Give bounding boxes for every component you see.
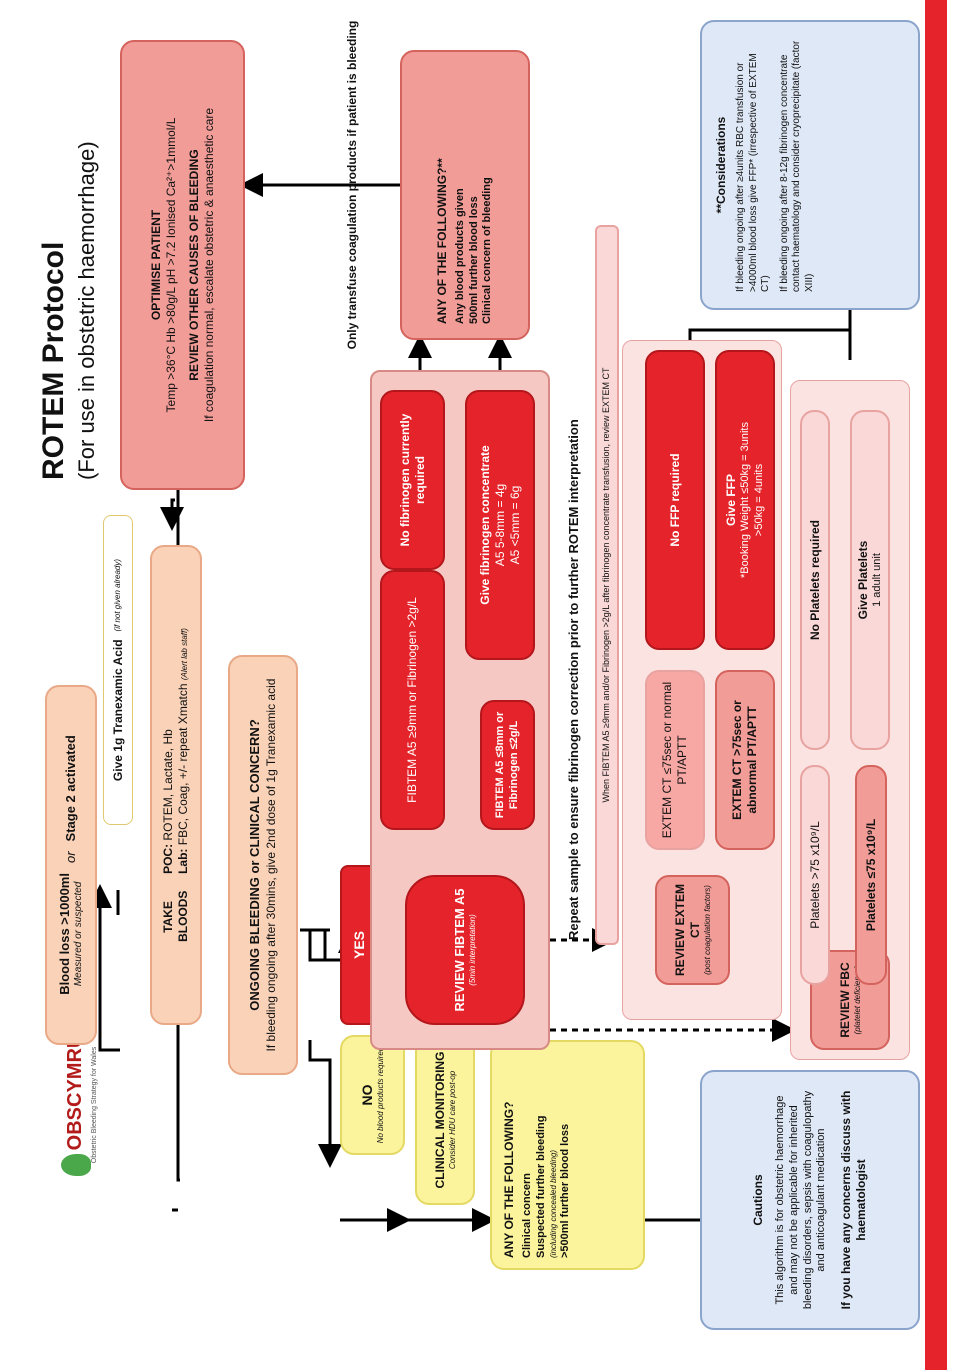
yellow-any-following-box: ANY OF THE FOLLOWING? Clinical concern S… — [490, 1040, 645, 1270]
give-ffp-box: Give FFP *Booking Weight ≤50kg = 3units … — [715, 350, 775, 650]
trigger-box: Blood loss >1000ml Measured or suspected… — [45, 685, 97, 1045]
review-other-text: If coagulation normal, escalate obstetri… — [201, 107, 216, 423]
trigger-line1: Blood loss >1000ml — [56, 873, 72, 995]
no-fibrinogen-box: No fibrinogen currently required — [380, 390, 445, 570]
no-platelets-box: No Platelets required — [800, 410, 830, 750]
extem-abnormal-box: EXTEM CT >75sec or abnormal PT/APTT — [715, 670, 775, 850]
yellow-item: Clinical concern — [521, 1173, 533, 1258]
trigger-or: or — [62, 851, 78, 864]
review-fibtem-label: REVIEW FIBTEM A5 — [451, 888, 467, 1012]
lab-note: (Alert lab staff) — [180, 628, 189, 681]
extem-note: When FIBTEM A5 ≥9mm and/or Fibrinogen >2… — [595, 225, 619, 945]
give-platelets-box: Give Platelets 1 adult unit — [850, 410, 890, 750]
ongoing-title: ONGOING BLEEDING or CLINICAL CONCERN? — [247, 719, 263, 1011]
pink-item: 500ml further blood loss — [467, 196, 480, 324]
ongoing-bleeding-box: ONGOING BLEEDING or CLINICAL CONCERN? If… — [228, 655, 298, 1075]
transfuse-note: Only transfuse coagulation products if p… — [344, 20, 359, 350]
pink-item: Any blood products given — [453, 188, 466, 324]
obscymru-logo: OBSCYMRU Obstetric Bleeding Strategy for… — [45, 1034, 115, 1177]
optimise-line1: Temp >36°C Hb >80g/L pH >7.2 Ionised Ca²… — [163, 117, 178, 413]
considerations-box: **Considerations If bleeding ongoing aft… — [700, 20, 920, 310]
yellow-item: Suspected further bleeding — [534, 1115, 547, 1258]
yellow-item: >500ml further blood loss — [558, 1123, 571, 1258]
clinical-monitoring-label: CLINICAL MONITORING — [432, 1051, 447, 1189]
ongoing-text: If bleeding ongoing after 30mins, give 2… — [263, 678, 278, 1052]
give-fibrinogen-box: Give fibrinogen concentrate A5 5-8mm = 4… — [465, 390, 535, 660]
yellow-item-note: (including concealed bleeding) — [548, 1149, 558, 1258]
consideration-item: If bleeding ongoing after ≥4units RBC tr… — [735, 53, 771, 292]
txa-note: (if not given already) — [113, 558, 122, 632]
cautions-box: Cautions This algorithm is for obstetric… — [700, 1070, 920, 1330]
pink-item: Clinical concern of bleeding — [481, 177, 494, 324]
clinical-monitoring-box: CLINICAL MONITORING Consider HDU care po… — [415, 1035, 475, 1205]
title-block: ROTEM Protocol (For use in obstetric hae… — [20, 60, 115, 480]
no-note: No blood products required — [376, 1046, 386, 1144]
txa-label: Give 1g Tranexamic Acid — [110, 639, 125, 782]
trigger-line2: Stage 2 activated — [62, 735, 78, 842]
red-side-bar — [925, 0, 947, 1370]
review-extem-box: REVIEW EXTEM CT (post coagulation factor… — [655, 875, 730, 985]
optimise-patient-box: OPTIMISE PATIENT Temp >36°C Hb >80g/L pH… — [120, 40, 245, 490]
page-title: ROTEM Protocol — [37, 241, 70, 480]
fibtem-low-box: FIBTEM A5 ≤8mm or Fibrinogen ≤2g/L — [480, 700, 535, 830]
logo-mark-icon — [60, 1154, 91, 1177]
repeat-sample-note: Repeat sample to ensure fibrinogen corre… — [565, 419, 581, 940]
lab-label: Lab: — [176, 848, 190, 874]
optimise-title: OPTIMISE PATIENT — [148, 209, 163, 321]
review-other-title: REVIEW OTHER CAUSES OF BLEEDING — [186, 149, 201, 381]
review-fibtem-box: REVIEW FIBTEM A5 (5min interpretation) — [405, 875, 525, 1025]
platelets-high-box: Platelets >75 x10⁹/L — [800, 765, 830, 985]
trigger-note: Measured or suspected — [72, 881, 84, 987]
platelets-low-box: Platelets ≤75 x10⁹/L — [855, 765, 887, 985]
consideration-item: If bleeding ongoing after 8-12g fibrinog… — [778, 40, 815, 292]
yes-label: YES — [351, 931, 368, 960]
clinical-monitoring-note: Consider HDU care post-op — [447, 1070, 457, 1170]
logo-tagline: Obstetric Bleeding Strategy for Wales — [90, 1046, 98, 1164]
no-label: NO — [358, 1084, 375, 1106]
poc-label: POC: — [161, 843, 175, 874]
fibtem-high-box: FIBTEM A5 ≥9mm or Fibrinogen >2g/L — [380, 570, 445, 830]
no-ffp-box: No FFP required — [645, 350, 705, 650]
poc-text: ROTEM, Lactate, Hb — [161, 729, 175, 841]
pink-any-title: ANY OF THE FOLLOWING?** — [434, 158, 449, 324]
extem-normal-box: EXTEM CT ≤75sec or normal PT/APTT — [645, 670, 705, 850]
page-subtitle: (For use in obstetric haemorrhage) — [73, 141, 99, 480]
logo-name: OBSCYMRU — [64, 1033, 87, 1151]
no-box: NO No blood products required — [340, 1035, 405, 1155]
txa-box: Give 1g Tranexamic Acid (if not given al… — [103, 515, 133, 825]
yellow-any-title: ANY OF THE FOLLOWING? — [502, 1101, 516, 1258]
review-fibtem-note: (5min interpretation) — [468, 914, 478, 986]
take-bloods-box: TAKE BLOODS POC: ROTEM, Lactate, Hb Lab:… — [150, 545, 202, 1025]
pink-any-following-box: ANY OF THE FOLLOWING?** Any blood produc… — [400, 50, 530, 340]
take-bloods-label: TAKE BLOODS — [161, 890, 190, 942]
lab-text: FBC, Coag, +/- repeat Xmatch — [176, 683, 190, 846]
